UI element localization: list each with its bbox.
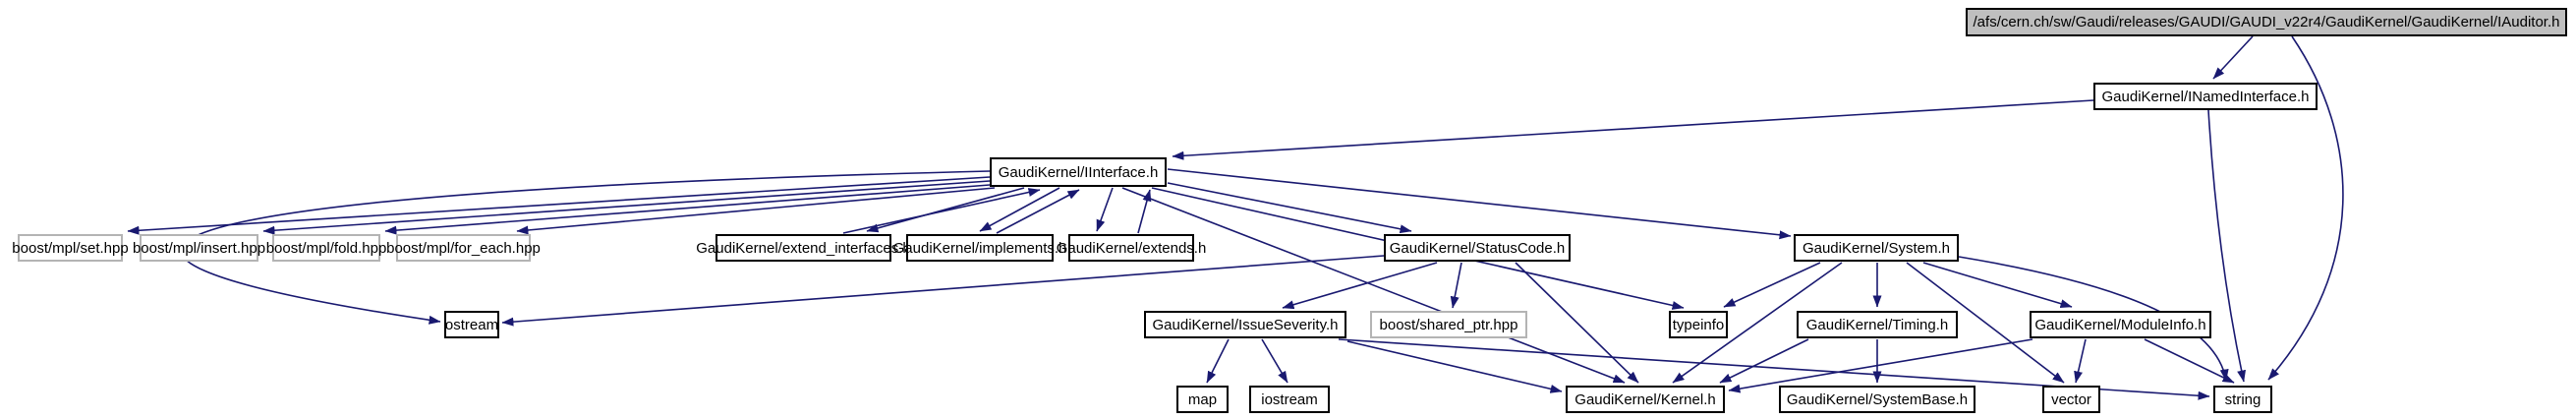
node-kernel[interactable]: GaudiKernel/Kernel.h	[1566, 386, 1725, 413]
edge-timing-to-kernel	[1719, 338, 1809, 384]
edge-inamedinterface-to-iinterface	[1172, 99, 2094, 160]
node-extend_interfaces[interactable]: GaudiKernel/extend_interfaces.h	[696, 234, 911, 262]
node-iostream[interactable]: iostream	[1249, 386, 1330, 413]
node-timing[interactable]: GaudiKernel/Timing.h	[1797, 311, 1958, 338]
edge-iinterface-to-extends	[1096, 187, 1114, 232]
edge-moduleinfo-to-kernel	[1728, 338, 2033, 393]
node-moduleinfo[interactable]: GaudiKernel/ModuleInfo.h	[2030, 311, 2211, 338]
node-extends[interactable]: GaudiKernel/extends.h	[1057, 234, 1206, 262]
edge-iinterface-to-implements	[979, 187, 1060, 232]
node-mpl_fold[interactable]: boost/mpl/fold.hpp	[266, 234, 386, 262]
node-systembase[interactable]: GaudiKernel/SystemBase.h	[1779, 386, 1975, 413]
edge-iinterface-to-mpl_fold	[384, 184, 991, 235]
edge-iinterface-to-statuscode	[1167, 182, 1412, 234]
node-statuscode[interactable]: GaudiKernel/StatusCode.h	[1384, 234, 1571, 262]
edge-statuscode-to-kernel	[1515, 262, 1639, 384]
edge-system-to-moduleinfo	[1922, 262, 2073, 309]
node-map[interactable]: map	[1176, 386, 1229, 413]
node-iauditor: /afs/cern.ch/sw/Gaudi/releases/GAUDI/GAU…	[1966, 8, 2567, 36]
node-mpl_insert[interactable]: boost/mpl/insert.hpp	[133, 234, 265, 262]
edge-implements-to-iinterface	[996, 189, 1080, 234]
node-ostream[interactable]: ostream	[444, 311, 499, 338]
edge-iinterface-to-system	[1167, 168, 1792, 240]
edge-extend_interfaces-to-iinterface	[842, 188, 1041, 234]
node-system[interactable]: GaudiKernel/System.h	[1794, 234, 1959, 262]
node-shared_ptr[interactable]: boost/shared_ptr.hpp	[1370, 311, 1527, 338]
edge-moduleinfo-to-string	[2144, 338, 2235, 384]
edge-statuscode-to-issueseverity	[1282, 262, 1438, 310]
node-mpl_foreach[interactable]: boost/mpl/for_each.hpp	[386, 234, 541, 262]
node-inamedinterface[interactable]: GaudiKernel/INamedInterface.h	[2093, 83, 2318, 110]
edge-issueseverity-to-kernel	[1346, 340, 1563, 393]
edge-iinterface-to-mpl_insert	[262, 180, 991, 235]
edge-iauditor-to-inamedinterface	[2212, 35, 2254, 80]
edge-issueseverity-to-iostream	[1261, 338, 1288, 384]
edge-statuscode-to-shared_ptr	[1450, 262, 1462, 309]
edge-iinterface-to-kernel	[1121, 187, 1626, 384]
edge-iinterface-to-extend_interfaces	[866, 187, 1025, 233]
edge-iinterface-to-mpl_set	[127, 176, 991, 235]
edge-system-to-typeinfo	[1723, 262, 1821, 308]
node-typeinfo[interactable]: typeinfo	[1669, 311, 1728, 338]
edge-moduleinfo-to-vector	[2074, 338, 2087, 384]
node-issueseverity[interactable]: GaudiKernel/IssueSeverity.h	[1144, 311, 1346, 338]
edge-issueseverity-to-map	[1206, 338, 1230, 384]
node-iinterface[interactable]: GaudiKernel/IInterface.h	[990, 157, 1167, 187]
node-vector[interactable]: vector	[2042, 386, 2100, 413]
node-string[interactable]: string	[2213, 386, 2272, 413]
edge-iinterface-to-mpl_foreach	[516, 187, 996, 235]
edge-inamedinterface-to-string	[2207, 109, 2246, 383]
node-mpl_set[interactable]: boost/mpl/set.hpp	[12, 234, 129, 262]
edge-extends-to-iinterface	[1137, 189, 1152, 234]
node-implements[interactable]: GaudiKernel/implements.h	[893, 234, 1066, 262]
